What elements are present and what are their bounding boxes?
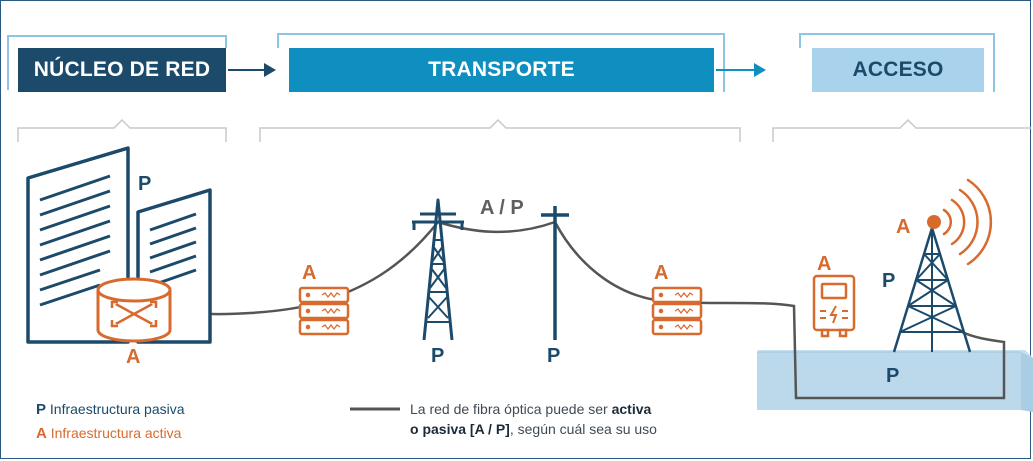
ground-block	[757, 350, 1033, 412]
label-antenna-p: P	[882, 270, 896, 292]
label-server2-a: A	[654, 262, 669, 284]
server-rack-icon	[298, 286, 350, 336]
label-span-ap: A / P	[480, 197, 524, 219]
legend-passive-text: Infraestructura pasiva	[49, 401, 185, 417]
label-pole-p: P	[547, 345, 561, 367]
fiber-note-bold-activa: activa	[611, 401, 652, 417]
label-tower-p: P	[431, 345, 445, 367]
legend-passive-letter: P	[36, 401, 47, 418]
antenna-emitter-icon	[927, 215, 941, 229]
label-meter-a: A	[817, 253, 832, 275]
cable-legend-swatch	[350, 407, 400, 411]
arrow-icon	[716, 63, 766, 77]
router-icon	[96, 277, 172, 343]
legend-passive: P Infraestructura pasiva	[36, 401, 185, 418]
arrow-icon	[228, 63, 276, 77]
header-transporte: TRANSPORTE	[289, 48, 714, 92]
fiber-note: La red de fibra óptica puede ser activa o…	[410, 399, 740, 439]
section-brackets	[17, 118, 1031, 142]
fiber-note-text: La red de fibra óptica puede ser	[410, 401, 612, 417]
label-router-a: A	[126, 346, 141, 368]
legend-active-letter: A	[36, 425, 47, 442]
server-rack-icon	[651, 286, 703, 336]
label-antenna-a: A	[896, 216, 911, 238]
transmission-tower-icon	[412, 198, 464, 341]
fiber-note-bold-pasiva: o pasiva [A / P]	[410, 421, 510, 437]
label-server1-a: A	[302, 262, 317, 284]
fiber-note-text-end: , según cuál sea su uso	[509, 421, 657, 437]
header-connector-lines	[7, 33, 995, 92]
header-nucleo-de-red: NÚCLEO DE RED	[18, 48, 226, 92]
legend-active: A Infraestructura activa	[36, 425, 181, 442]
signal-waves-icon	[942, 178, 993, 266]
header-acceso: ACCESO	[812, 48, 984, 92]
label-ground-p: P	[886, 365, 900, 387]
legend-active-text: Infraestructura activa	[50, 425, 182, 441]
meter-device-icon	[812, 274, 856, 338]
antenna-tower-icon	[892, 226, 972, 353]
label-nucleo-p: P	[138, 173, 152, 195]
utility-pole-icon	[541, 206, 569, 340]
